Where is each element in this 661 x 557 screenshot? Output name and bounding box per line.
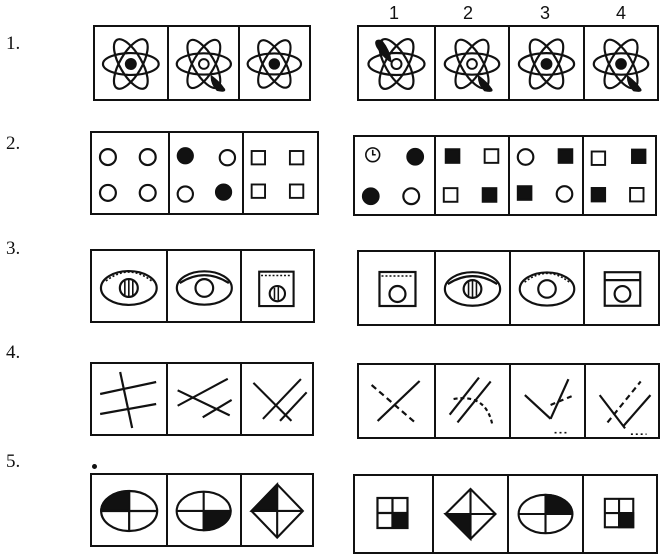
- option-number-1: 1: [389, 3, 399, 24]
- row2-option-3[interactable]: [508, 137, 582, 214]
- row5-option-1[interactable]: [355, 476, 432, 552]
- atom-figure: [359, 27, 434, 99]
- squares-figure: [436, 137, 508, 214]
- row5-question-cell-1: [92, 475, 166, 545]
- lines-figure: [436, 365, 508, 437]
- row5-option-4[interactable]: [582, 476, 656, 552]
- stray-dot: [92, 464, 97, 469]
- row3-option-1[interactable]: [359, 252, 434, 324]
- row4-options: [357, 363, 660, 439]
- row2-question-cell-2: [168, 133, 243, 213]
- square-quadrant-figure: [355, 476, 432, 552]
- row2-options: [353, 135, 657, 216]
- row1-question-cell-2: [167, 27, 239, 99]
- squares-figure: [244, 133, 317, 213]
- row5-question-cell-3: [240, 475, 312, 545]
- row1-question-cell-1: [95, 27, 167, 99]
- atom-figure: [95, 27, 167, 99]
- option-number-3: 3: [540, 3, 550, 24]
- row-number-4: 4.: [6, 342, 20, 364]
- circles-figure: [355, 137, 434, 214]
- square-quadrant-figure: [584, 476, 656, 552]
- row1-option-2[interactable]: [434, 27, 508, 99]
- row-number-5: 5.: [6, 451, 20, 473]
- diamond-figure: [434, 476, 507, 552]
- row1-option-1[interactable]: [359, 27, 434, 99]
- row4-question: [90, 362, 314, 436]
- row-number-3: 3.: [6, 238, 20, 260]
- atom-figure: [169, 27, 239, 99]
- lines-figure: [168, 364, 239, 434]
- atom-figure: [240, 27, 309, 99]
- row4-question-cell-2: [166, 364, 239, 434]
- oval-quadrant-figure: [509, 476, 582, 552]
- row3-options: [357, 250, 660, 326]
- row2-option-4[interactable]: [582, 137, 655, 214]
- row2-option-2[interactable]: [434, 137, 508, 214]
- eye-figure: [168, 251, 241, 321]
- row4-option-4[interactable]: [584, 365, 658, 437]
- row4-question-cell-1: [92, 364, 166, 434]
- row2-question: [90, 131, 319, 215]
- row3-question-cell-1: [92, 251, 166, 321]
- atom-figure: [585, 27, 657, 99]
- squares-figure: [584, 137, 655, 214]
- row5-question: [90, 473, 314, 547]
- row5-option-3[interactable]: [507, 476, 582, 552]
- row3-question-cell-2: [166, 251, 241, 321]
- row4-option-3[interactable]: [509, 365, 584, 437]
- box-figure: [242, 251, 313, 321]
- box-figure: [585, 252, 658, 324]
- row3-option-4[interactable]: [583, 252, 658, 324]
- diamond-figure: [242, 475, 312, 545]
- eye-figure: [92, 251, 166, 321]
- row1-option-4[interactable]: [583, 27, 657, 99]
- row5-option-2[interactable]: [432, 476, 507, 552]
- atom-figure: [436, 27, 508, 99]
- oval-quadrant-figure: [168, 475, 239, 545]
- oval-quadrant-figure: [92, 475, 166, 545]
- row3-option-3[interactable]: [509, 252, 583, 324]
- mixed-figure: [510, 137, 582, 214]
- circles-figure: [170, 133, 243, 213]
- row4-question-cell-3: [240, 364, 312, 434]
- row4-option-1[interactable]: [359, 365, 434, 437]
- atom-figure: [510, 27, 583, 99]
- row2-question-cell-1: [92, 133, 168, 213]
- option-number-2: 2: [463, 3, 473, 24]
- row3-question-cell-3: [240, 251, 313, 321]
- row3-option-2[interactable]: [434, 252, 509, 324]
- row2-question-cell-3: [242, 133, 317, 213]
- lines-figure: [511, 365, 584, 437]
- row5-question-cell-2: [166, 475, 239, 545]
- row3-question: [90, 249, 315, 323]
- option-number-4: 4: [616, 3, 626, 24]
- row1-options: [357, 25, 659, 101]
- row4-option-2[interactable]: [434, 365, 508, 437]
- circles-figure: [92, 133, 168, 213]
- box-figure: [359, 252, 434, 324]
- lines-figure: [359, 365, 434, 437]
- eye-figure: [436, 252, 509, 324]
- row-number-1: 1.: [6, 33, 20, 55]
- row1-question-cell-3: [238, 27, 309, 99]
- row1-option-3[interactable]: [508, 27, 583, 99]
- lines-figure: [586, 365, 658, 437]
- lines-figure: [242, 364, 312, 434]
- eye-figure: [511, 252, 583, 324]
- row1-question: [93, 25, 311, 101]
- row5-options: [353, 474, 658, 554]
- lines-figure: [92, 364, 166, 434]
- row2-option-1[interactable]: [355, 137, 434, 214]
- row-number-2: 2.: [6, 133, 20, 155]
